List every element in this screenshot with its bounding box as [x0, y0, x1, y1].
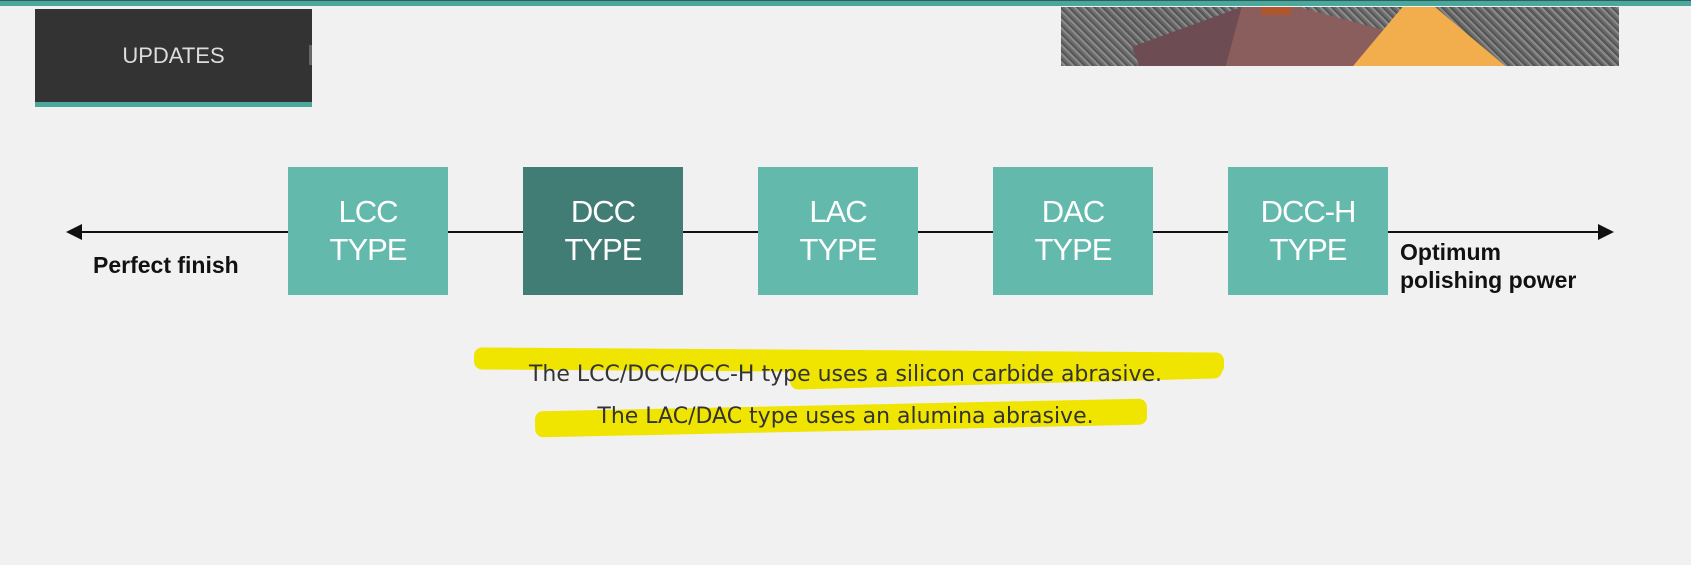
type-name: DCC — [570, 194, 636, 229]
polishing-power-line1: Optimum — [1400, 239, 1501, 265]
type-name: DAC — [1041, 194, 1105, 229]
arrow-left-icon — [66, 224, 82, 240]
type-name: LCC — [338, 194, 398, 229]
type-box-lac: LAC TYPE — [758, 167, 918, 295]
type-suffix: TYPE — [799, 232, 878, 267]
type-box-dac: DAC TYPE — [993, 167, 1153, 295]
type-name: DCC-H — [1260, 194, 1357, 229]
type-suffix: TYPE — [329, 232, 408, 267]
type-box-lcc: LCC TYPE — [288, 167, 448, 295]
arrow-right-icon — [1598, 224, 1614, 240]
type-suffix: TYPE — [1034, 232, 1113, 267]
nav-divider — [309, 45, 312, 65]
header-banner-image — [1061, 7, 1619, 66]
perfect-finish-label: Perfect finish — [93, 252, 239, 278]
caption-silicon-carbide: The LCC/DCC/DCC-H type uses a silicon ca… — [528, 362, 1163, 387]
updates-nav-tab[interactable]: UPDATES — [35, 9, 312, 107]
type-suffix: TYPE — [1269, 232, 1348, 267]
top-accent-bar — [0, 0, 1691, 6]
type-name: LAC — [809, 194, 867, 229]
polishing-power-line2: polishing power — [1400, 267, 1577, 293]
type-suffix: TYPE — [564, 232, 643, 267]
updates-label: UPDATES — [122, 42, 225, 68]
caption-alumina: The LAC/DAC type uses an alumina abrasiv… — [597, 404, 1094, 429]
polishing-power-label: Optimum polishing power — [1400, 238, 1576, 294]
type-box-dcc: DCC TYPE — [523, 167, 683, 295]
type-box-dcc-h: DCC-H TYPE — [1228, 167, 1388, 295]
